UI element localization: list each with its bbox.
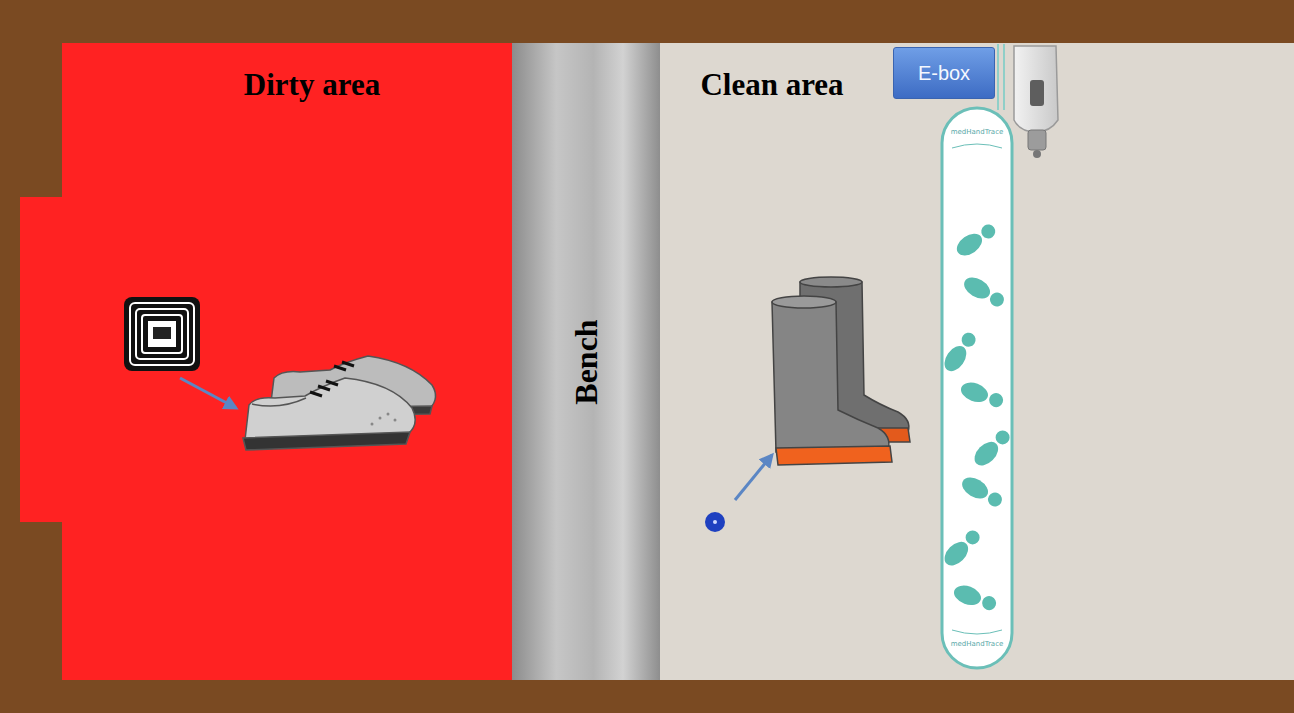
mat-brand: medHandTrace bbox=[951, 128, 1004, 136]
foot-mat bbox=[940, 108, 1014, 668]
area-label: Dirty area bbox=[244, 67, 380, 103]
area-label: Clean area bbox=[700, 67, 843, 103]
shoes bbox=[243, 356, 436, 450]
rfid-tag bbox=[124, 297, 236, 408]
bench-box: Bench bbox=[512, 43, 660, 680]
box-label: E-box bbox=[918, 62, 970, 85]
e-box: E-box bbox=[893, 47, 995, 99]
area-label: Bench bbox=[568, 319, 605, 404]
rfid-button-tag bbox=[705, 455, 772, 532]
mat-brand: medHandTrace bbox=[951, 640, 1004, 648]
boots bbox=[772, 277, 910, 465]
